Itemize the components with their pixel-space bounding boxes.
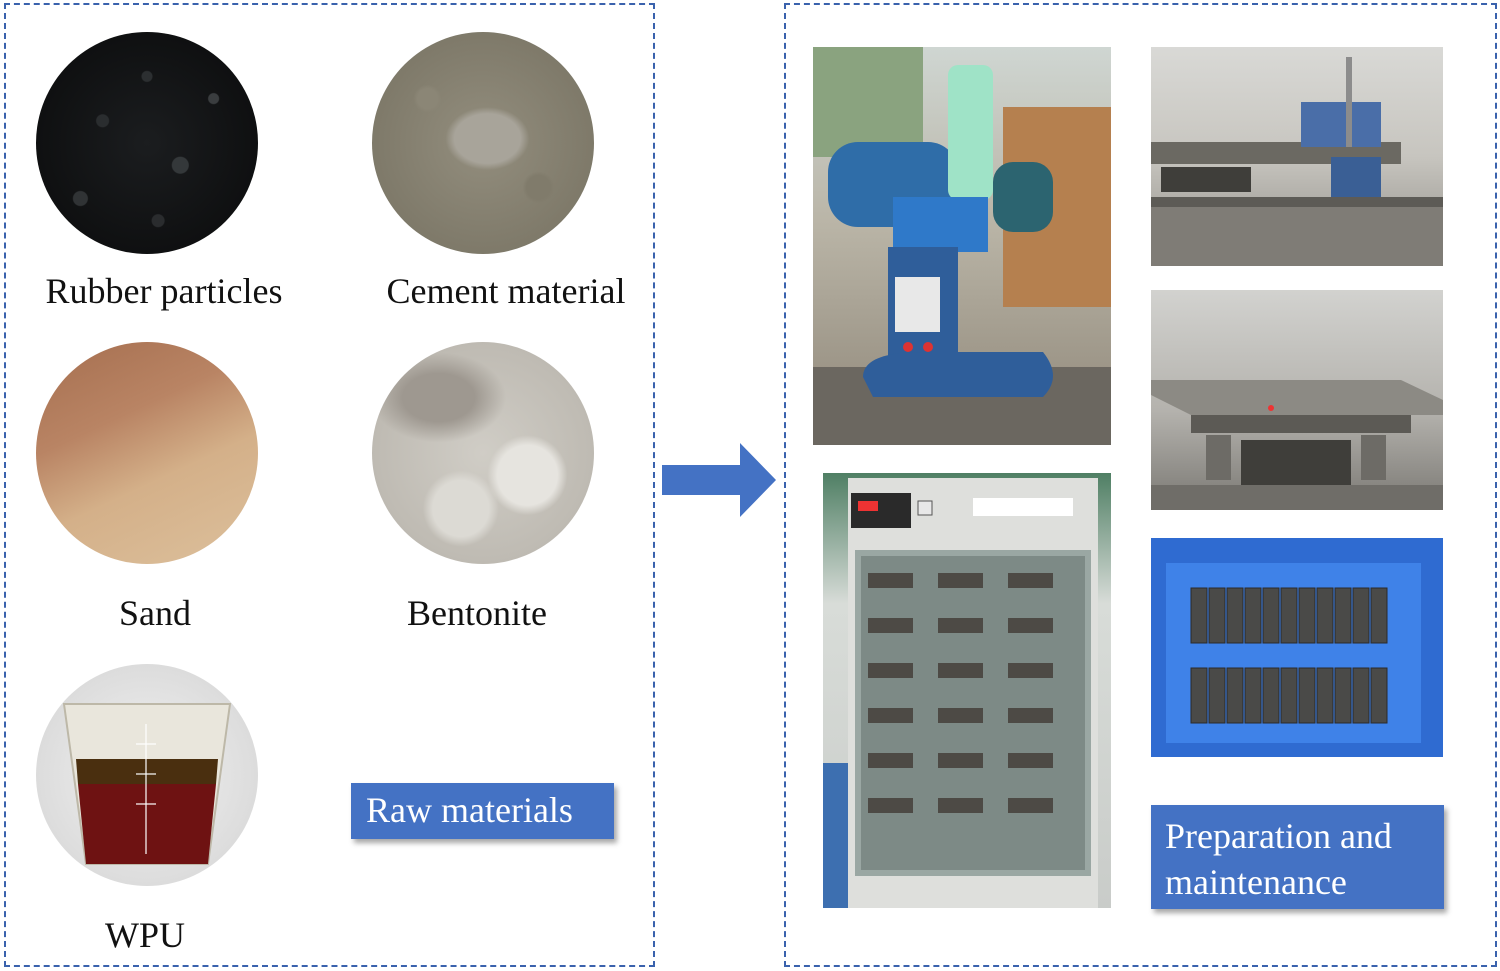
mortar-mixer-photo: [813, 47, 1111, 445]
bentonite-label: Bentonite: [407, 593, 547, 633]
cement-material-label: Cement material: [386, 271, 626, 311]
preparation-panel: [784, 3, 1497, 967]
preparation-maintenance-tag: Preparation and maintenance: [1151, 805, 1444, 909]
raw-materials-tag-text: Raw materials: [366, 790, 573, 830]
rubber-particles-image: [36, 32, 258, 254]
specimens-box-photo: [1151, 538, 1443, 757]
sand-label: Sand: [119, 593, 191, 633]
preparation-tag-line1: Preparation and: [1165, 816, 1392, 856]
raw-materials-tag: Raw materials: [351, 783, 614, 839]
preparation-tag-line2: maintenance: [1165, 862, 1347, 902]
cement-material-image: [372, 32, 594, 254]
bentonite-image: [372, 342, 594, 564]
beaker-icon: [62, 703, 232, 865]
rubber-particles-label: Rubber particles: [45, 271, 283, 311]
curing-box-photo: [823, 473, 1111, 908]
wpu-image: [36, 664, 258, 886]
wpu-label: WPU: [105, 915, 185, 955]
raw-materials-panel: [4, 3, 655, 967]
sand-image: [36, 342, 258, 564]
arrow-right-icon: [662, 443, 776, 517]
jolting-table-photo: [1151, 47, 1443, 266]
vibration-table-photo: [1151, 290, 1443, 510]
